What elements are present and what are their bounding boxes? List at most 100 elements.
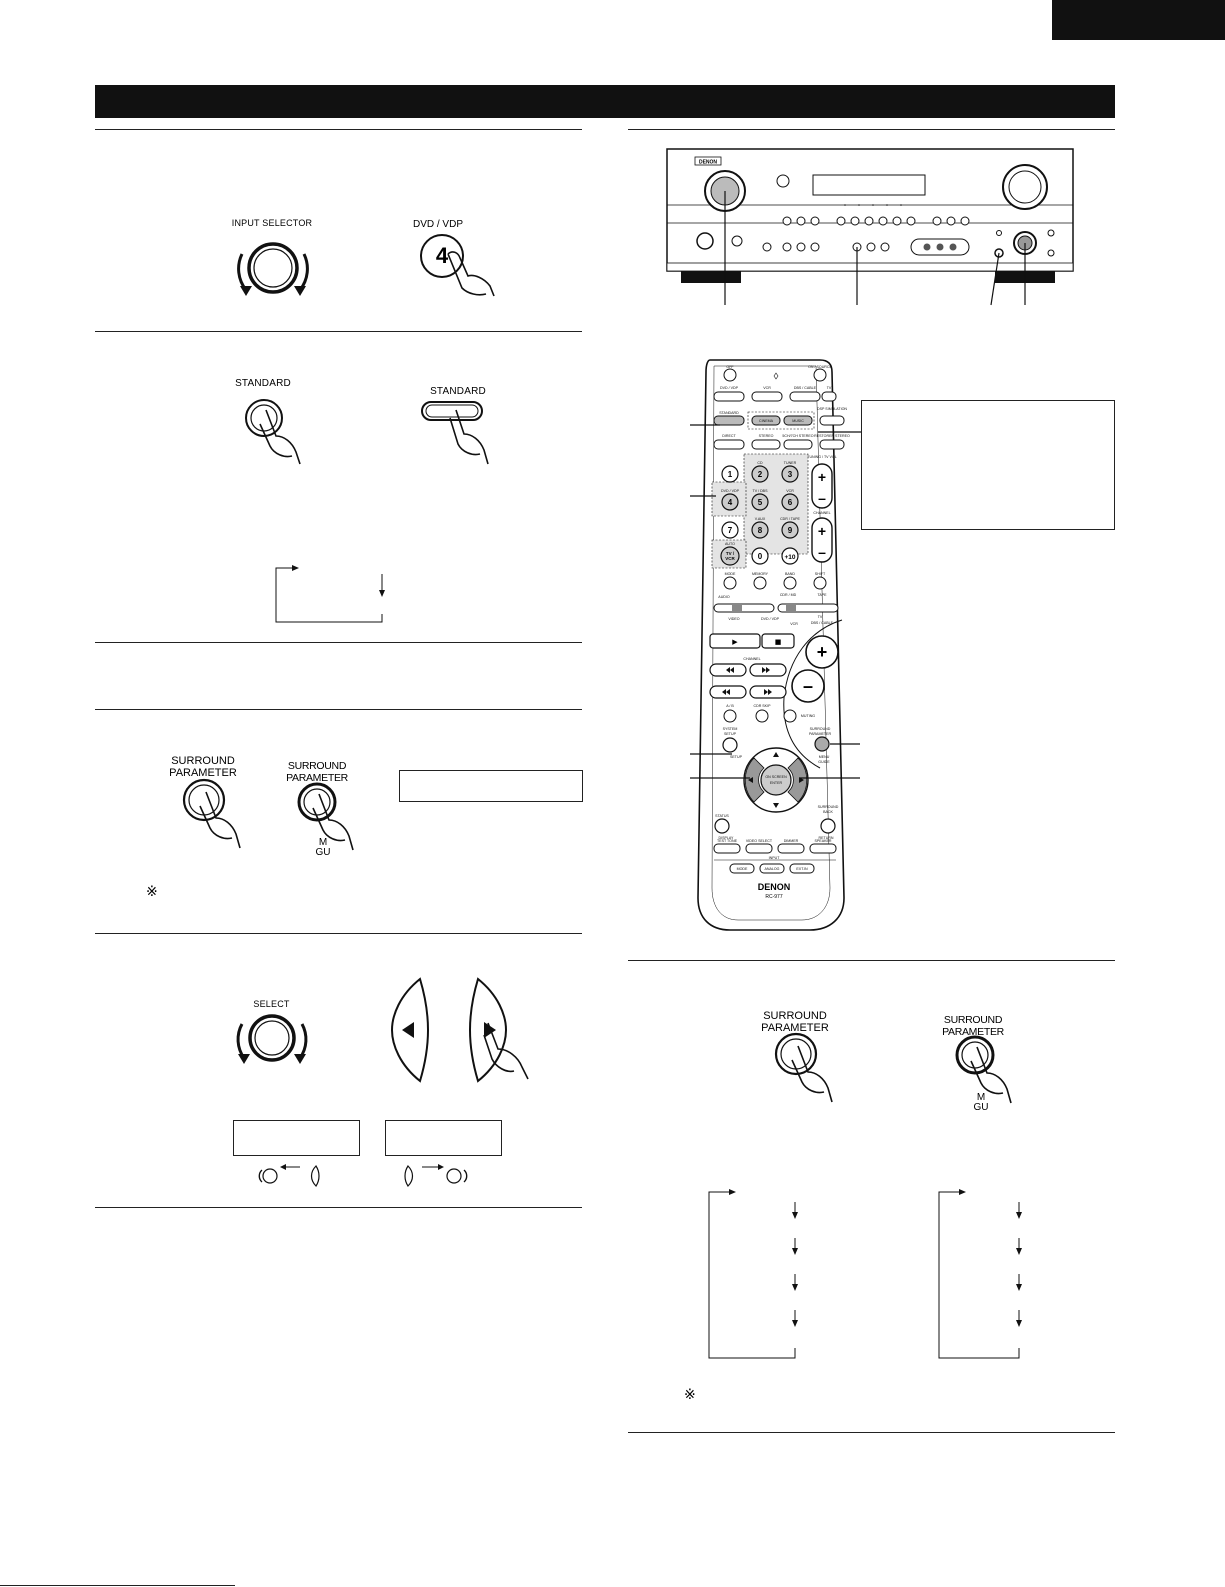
note-mark-step4: ※ [146,883,158,899]
remote-display: DISPLAY [719,836,735,840]
remote-slider-tv: TV [818,615,823,619]
remote-channel-text: CHANNEL [743,657,760,661]
surround-parameter-label-remote-right: SURROUND PARAMETER [928,1014,1018,1038]
remote-num-label-tuner: TUNER [784,461,797,465]
remote-num-label-vaux: V.AUX [755,517,766,521]
remote-surround: SURROUND [810,727,831,731]
remote-key-off: OFF [726,365,734,369]
remote-callout-box [861,400,1115,530]
surround-parameter-remote-illustration[interactable] [295,782,375,854]
section-heading-bar [95,85,1115,118]
surround-text-remote-right: SURROUND [943,1014,1003,1026]
remote-muting: MUTING [801,714,815,718]
surround-parameter-main-right-illustration[interactable] [774,1032,844,1104]
svg-text:–: – [818,544,826,560]
mode-cycle-diagram [275,565,385,623]
remote-num-label-dvd: DVD / VDP [721,489,740,493]
remote-slider-dbs: DBS / CABLE [811,621,834,625]
parameter-text-remote-right: PARAMETER [942,1026,1004,1038]
surround-parameter-main-illustration[interactable] [182,778,252,850]
surround-text-remote: SURROUND [287,760,347,772]
surround-text: SURROUND [171,755,235,767]
gui-fragment-right: GU [973,1102,989,1113]
remote-slider-tape: TAPE [817,593,827,597]
standard-label-remote: STANDARD [430,386,486,397]
remote-num-label-vcr: VCR [786,489,794,493]
remote-num-9: 9 [788,526,793,535]
select-knob-illustration[interactable] [230,1008,316,1074]
footer-rule [0,1585,235,1586]
menu-fragment: M [318,837,328,848]
direction-legend-left [258,1164,320,1187]
note-mark-right: ※ [684,1386,696,1402]
step-rule-3 [95,642,582,643]
standard-button-remote-illustration[interactable] [420,398,500,468]
remote-control-illustration: OFF ON / SOURCE DVD / VDP VCR DBS / CABL… [697,359,850,931]
step-rule-right-3 [628,1432,1115,1433]
menu-gui-label-fragment-right: M GU [972,1093,990,1113]
parameter-cycle-diagram-right [938,1189,1022,1359]
digit-4-text: 4 [435,243,449,268]
remote-num-7: 7 [728,526,733,535]
parameter-cycle-diagram-left [708,1189,798,1359]
parameter-text: PARAMETER [169,767,237,779]
remote-input-analog: ANALOG [765,867,780,871]
remote-transport-stop: ■ [775,638,782,646]
surround-parameter-label-main: SURROUND PARAMETER [158,755,248,779]
remote-num-label-cdr: CDR / TAPE [780,517,800,521]
remote-tv-vcr-1: TV / [726,551,735,556]
direction-legend-right [404,1164,468,1187]
surround-text-right: SURROUND [763,1010,827,1022]
remote-row-mode: MODE [725,572,736,576]
display-box-step4 [399,770,583,802]
remote-speaker: SPEAKER [815,839,832,843]
display-box-left [233,1120,360,1156]
remote-slider-audio: AUDIO [718,595,730,599]
cursor-right-button-illustration[interactable] [462,975,552,1085]
remote-mode-stereo: STEREO [759,434,774,438]
remote-guide: GUIDE [818,760,830,764]
input-selector-knob-illustration[interactable] [228,228,318,308]
remote-setup-top: SETUP [724,732,737,736]
step-rule-1 [95,129,582,130]
remote-leader-lines [690,424,862,779]
remote-enter: ENTER [770,781,783,785]
remote-input-mode: MODE [737,867,748,871]
remote-num-label-cd: CD [757,461,763,465]
remote-brand-logo: DENON [758,882,791,892]
standard-label-main-unit: STANDARD [235,378,291,389]
remote-num-label-auto: AUTO [725,542,735,546]
remote-test-tone: TEST TONE [717,839,738,843]
step-rule-5 [95,933,582,934]
remote-skip-ab: A / B [726,704,734,708]
remote-src-tv: TV [827,386,832,390]
standard-button-main-unit-illustration[interactable] [244,398,304,468]
surround-parameter-remote-right-illustration[interactable] [953,1035,1033,1107]
select-label: SELECT [253,999,290,1009]
remote-src-vcr: VCR [763,386,771,390]
remote-src-dbs: DBS / CABLE [794,386,817,390]
dvd-vdp-button-illustration[interactable]: 4 [420,234,464,278]
cursor-left-button-illustration[interactable] [380,975,440,1085]
remote-mode-dsp: DSP SIMULATION [817,407,847,411]
remote-tv-vcr-2: VCR [725,556,735,561]
remote-slider-cdr: CDR / MD [780,593,797,597]
remote-status: STATUS [715,814,729,818]
svg-text:+: + [817,642,828,662]
remote-mode-music: MUSIC [792,419,804,423]
receiver-brand-logo: DENON [699,160,717,166]
remote-row-memory: MEMORY [752,572,769,576]
remote-num-4: 4 [728,498,733,507]
remote-num-3: 3 [788,470,793,479]
svg-text:–: – [803,676,813,696]
step-rule-6 [95,1207,582,1208]
svg-text:+: + [818,523,826,539]
remote-mode-standard: STANDARD [719,411,739,415]
remote-num-5: 5 [758,498,763,507]
remote-slider-video: VIDEO [728,617,739,621]
remote-channel-label: CHANNEL [813,511,830,515]
svg-text:–: – [818,490,826,506]
remote-dimmer: DIMMER [784,839,799,843]
remote-skip-cdr: CDR SKIP [754,704,772,708]
step-rule-right-1 [628,129,1115,130]
